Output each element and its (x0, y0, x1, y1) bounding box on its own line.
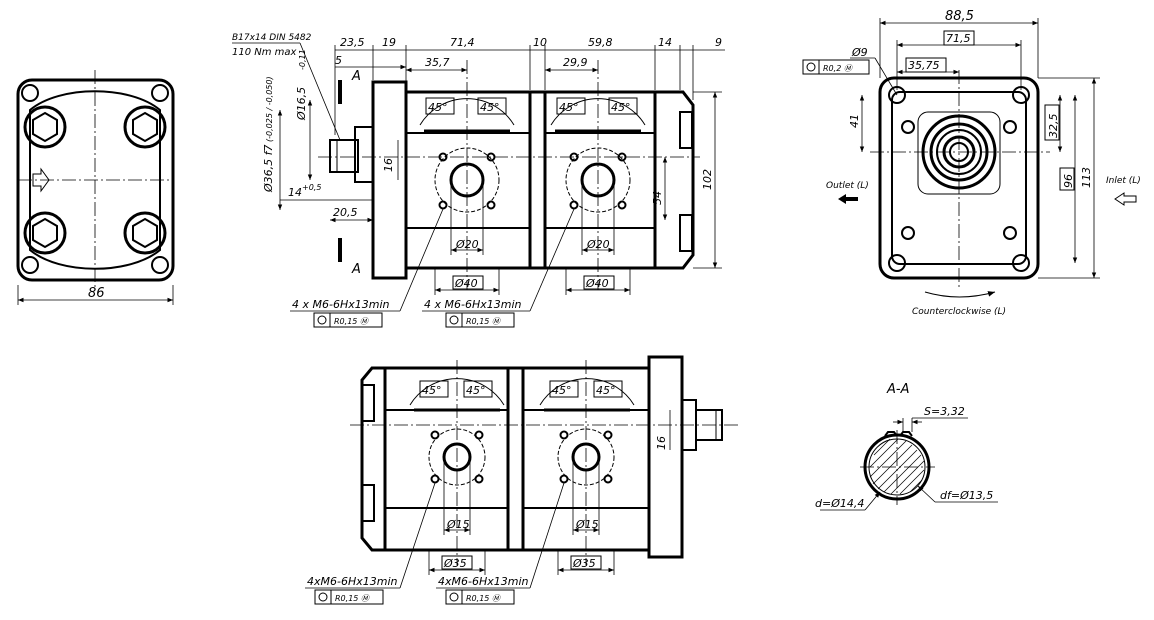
bottom-position-tol-1: R0,15 Ⓜ (335, 594, 371, 603)
bottom-view: 45° 45° 45° 45° 16 Ø15 Ø15 Ø35 Ø35 4xM6-… (305, 355, 740, 605)
dim-35-7: 35,7 (425, 56, 450, 69)
bottom-port-out-1: Ø35 (443, 557, 467, 570)
outlet-arrow-icon (838, 194, 858, 204)
angle-label-1: 45° (428, 101, 448, 114)
section-mark-bottom: A (351, 262, 361, 277)
bottom-port-in-2: Ø15 (575, 518, 599, 531)
rotation-label: Counterclockwise (L) (912, 307, 1006, 317)
dim-41: 41 (848, 114, 861, 128)
thread-note-1: 4 x M6-6Hx13min (292, 298, 390, 311)
angle-label-3: 45° (559, 101, 579, 114)
dim-10: 10 (533, 36, 547, 49)
pilot-dia: Ø36,5 f7 (262, 144, 275, 193)
dim-16-bottom: 16 (655, 436, 668, 450)
bottom-port-out-2: Ø35 (572, 557, 596, 570)
shaft-dia: Ø16,5 (295, 87, 308, 121)
dim-5: 5 (335, 54, 342, 67)
section-aa: A-A S=3,32 d=Ø14,4 df=Ø13,5 (815, 382, 998, 511)
position-tol-1: R0,15 Ⓜ (334, 317, 370, 326)
dim-71-4: 71,4 (450, 36, 475, 49)
dim-14-tol: +0,5 (302, 183, 321, 192)
thread-note-2: 4 x M6-6Hx13min (424, 298, 522, 311)
angle-label-4: 45° (611, 101, 631, 114)
pilot-tol: (-0,025 / -0,050) (265, 76, 274, 142)
dim-16-side: 16 (382, 158, 395, 172)
dim-19: 19 (382, 36, 396, 49)
bottom-angle-1: 45° (422, 384, 442, 397)
dim-9: 9 (715, 36, 722, 49)
dim-23-5: 23,5 (340, 36, 365, 49)
bottom-angle-3: 45° (552, 384, 572, 397)
inlet-label: Inlet (L) (1106, 176, 1141, 186)
section-s: S=3,32 (924, 405, 965, 418)
hole-tol: R0,2 Ⓜ (823, 64, 854, 73)
torque-note: 110 Nm max (232, 47, 297, 58)
port-in-dia-1: Ø20 (455, 238, 479, 251)
port-out-dia-2: Ø40 (585, 277, 609, 290)
section-mark-top: A (351, 69, 361, 84)
section-d: d=Ø14,4 (815, 497, 864, 510)
rear-view: 86 (16, 70, 175, 305)
bottom-angle-4: 45° (596, 384, 616, 397)
port-in-dia-2: Ø20 (586, 238, 610, 251)
bottom-port-in-1: Ø15 (446, 518, 470, 531)
dim-88-5: 88,5 (945, 9, 974, 24)
outlet-label: Outlet (L) (826, 181, 869, 191)
position-tol-2: R0,15 Ⓜ (466, 317, 502, 326)
section-df: df=Ø13,5 (940, 489, 993, 502)
dim-20-5: 20,5 (333, 206, 358, 219)
dim-14-shaft: 14 (288, 186, 302, 199)
inlet-arrow-icon (1114, 192, 1137, 206)
bottom-position-tol-2: R0,15 Ⓜ (466, 594, 502, 603)
dim-71-5: 71,5 (946, 32, 971, 45)
bottom-thread-note-2: 4xM6-6Hx13min (438, 575, 529, 588)
hole-dia: Ø9 (851, 46, 868, 59)
side-view: 45° 45° 45° 45° 23,5 19 71,4 10 59,8 14 … (232, 33, 725, 328)
bottom-thread-note-1: 4xM6-6Hx13min (307, 575, 398, 588)
dim-14: 14 (658, 36, 672, 49)
port-out-dia-1: Ø40 (454, 277, 478, 290)
shaft-spec: B17x14 DIN 5482 (232, 33, 312, 43)
dim-29-9: 29,9 (563, 56, 588, 69)
dim-32-5: 32,5 (1047, 114, 1060, 139)
dim-102: 102 (701, 169, 714, 190)
dim-54: 54 (651, 191, 664, 205)
angle-label-2: 45° (480, 101, 500, 114)
dim-96: 96 (1062, 174, 1075, 188)
dim-35-75: 35,75 (908, 59, 940, 72)
dim-59-8: 59,8 (588, 36, 613, 49)
bottom-angle-2: 45° (466, 384, 486, 397)
front-view: 88,5 71,5 35,75 Ø9 R0,2 Ⓜ 41 32,5 96 113… (802, 9, 1141, 317)
section-title: A-A (886, 382, 909, 397)
rear-width-dim: 86 (88, 286, 105, 301)
shaft-dia-tol: -0,11 (298, 49, 307, 70)
dim-113: 113 (1080, 167, 1093, 188)
